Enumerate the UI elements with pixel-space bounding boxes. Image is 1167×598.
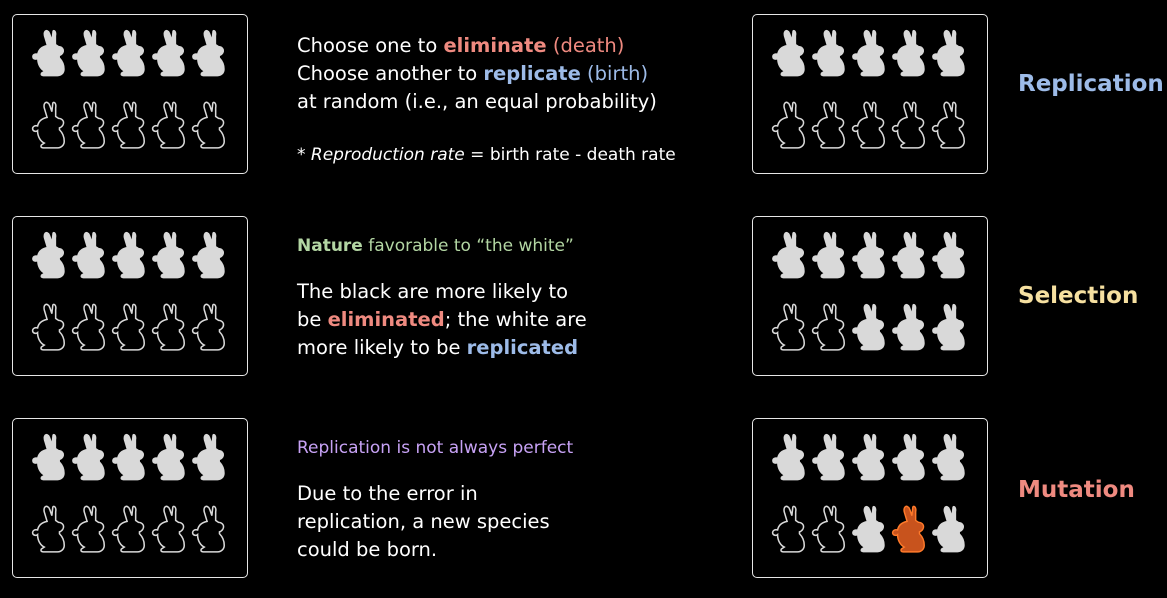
- rabbit-white-icon: [152, 29, 185, 77]
- rabbit-black-icon: [891, 101, 926, 149]
- rabbit-white-icon: [812, 433, 845, 481]
- rabbit-white-icon: [192, 231, 225, 279]
- rabbit-white-icon: [152, 231, 185, 279]
- rabbit-black-icon: [191, 505, 226, 553]
- panel2-line3: more likely to be replicated: [297, 336, 579, 359]
- rabbit-white-icon: [812, 29, 845, 77]
- rabbit-black-icon: [31, 505, 66, 553]
- rabbit-black-icon: [851, 101, 886, 149]
- rabbit-row-top: [769, 431, 969, 483]
- rabbit-white-icon: [852, 303, 885, 351]
- rabbit-black-icon: [771, 303, 806, 351]
- replication-label: Replication: [1018, 71, 1164, 97]
- rabbit-black-icon: [771, 505, 806, 553]
- panel3-line1: Due to the error in: [297, 482, 478, 505]
- panel3-line2: replication, a new species: [297, 510, 550, 533]
- panel3-heading: Replication is not always perfect: [297, 438, 574, 458]
- mutation-box: [752, 418, 988, 578]
- panel2-heading: Nature favorable to “the white”: [297, 236, 574, 256]
- rabbit-white-icon: [932, 29, 965, 77]
- rabbit-white-icon: [772, 231, 805, 279]
- rabbit-white-icon: [892, 303, 925, 351]
- rabbit-white-icon: [932, 303, 965, 351]
- rabbit-row-top: [769, 27, 969, 79]
- rabbit-black-icon: [71, 303, 106, 351]
- rabbit-white-icon: [112, 231, 145, 279]
- panel3-body: Due to the error in replication, a new s…: [297, 480, 550, 564]
- panel1-note: * Reproduction rate = birth rate - death…: [297, 145, 676, 165]
- rabbit-white-icon: [892, 29, 925, 77]
- panel1-line3: at random (i.e., an equal probability): [297, 90, 657, 113]
- rabbit-white-icon: [152, 433, 185, 481]
- rabbit-row-bottom: [769, 99, 969, 151]
- rabbit-black-icon: [151, 303, 186, 351]
- replication-box: [752, 14, 988, 174]
- rabbit-black-icon: [71, 101, 106, 149]
- rabbit-black-icon: [191, 303, 226, 351]
- rabbit-black-icon: [111, 101, 146, 149]
- rabbit-row-top: [29, 229, 229, 281]
- rabbit-white-icon: [112, 433, 145, 481]
- mutation-label: Mutation: [1018, 477, 1135, 503]
- rabbit-white-icon: [932, 231, 965, 279]
- rabbit-white-icon: [192, 433, 225, 481]
- rabbit-white-icon: [932, 505, 965, 553]
- rabbit-white-icon: [192, 29, 225, 77]
- rabbit-row-top: [769, 229, 969, 281]
- rabbit-black-icon: [151, 505, 186, 553]
- panel2-line2: be eliminated; the white are: [297, 308, 587, 331]
- rabbit-black-icon: [31, 303, 66, 351]
- rabbit-white-icon: [72, 231, 105, 279]
- panel2-line1: The black are more likely to: [297, 280, 569, 303]
- population-box-1: [12, 14, 248, 174]
- rabbit-black-icon: [31, 101, 66, 149]
- panel1-text: Choose one to eliminate (death) Choose a…: [297, 32, 657, 116]
- rabbit-row-bottom: [29, 99, 229, 151]
- rabbit-white-icon: [32, 29, 65, 77]
- panel2-body: The black are more likely to be eliminat…: [297, 278, 587, 362]
- rabbit-black-icon: [811, 303, 846, 351]
- rabbit-black-icon: [811, 101, 846, 149]
- rabbit-white-icon: [852, 231, 885, 279]
- selection-label: Selection: [1018, 283, 1139, 309]
- rabbit-white-icon: [932, 433, 965, 481]
- rabbit-white-icon: [72, 29, 105, 77]
- rabbit-black-icon: [811, 505, 846, 553]
- rabbit-row-bottom: [769, 503, 969, 555]
- rabbit-white-icon: [772, 433, 805, 481]
- rabbit-row-bottom: [29, 301, 229, 353]
- population-box-3: [12, 418, 248, 578]
- rabbit-row-bottom: [769, 301, 969, 353]
- rabbit-white-icon: [892, 231, 925, 279]
- rabbit-row-bottom: [29, 503, 229, 555]
- rabbit-white-icon: [892, 433, 925, 481]
- rabbit-row-top: [29, 431, 229, 483]
- rabbit-white-icon: [852, 433, 885, 481]
- rabbit-black-icon: [111, 303, 146, 351]
- rabbit-white-icon: [772, 29, 805, 77]
- population-box-2: [12, 216, 248, 376]
- panel1-line2: Choose another to replicate (birth): [297, 62, 649, 85]
- panel3-line3: could be born.: [297, 538, 438, 561]
- rabbit-white-icon: [32, 433, 65, 481]
- rabbit-white-icon: [812, 231, 845, 279]
- rabbit-white-icon: [852, 505, 885, 553]
- selection-box: [752, 216, 988, 376]
- rabbit-black-icon: [931, 101, 966, 149]
- rabbit-white-icon: [112, 29, 145, 77]
- rabbit-white-icon: [32, 231, 65, 279]
- rabbit-black-icon: [771, 101, 806, 149]
- rabbit-white-icon: [72, 433, 105, 481]
- rabbit-black-icon: [111, 505, 146, 553]
- rabbit-black-icon: [71, 505, 106, 553]
- rabbit-white-icon: [852, 29, 885, 77]
- rabbit-orange-icon: [891, 505, 925, 553]
- panel1-line1: Choose one to eliminate (death): [297, 34, 625, 57]
- rabbit-black-icon: [151, 101, 186, 149]
- rabbit-black-icon: [191, 101, 226, 149]
- rabbit-row-top: [29, 27, 229, 79]
